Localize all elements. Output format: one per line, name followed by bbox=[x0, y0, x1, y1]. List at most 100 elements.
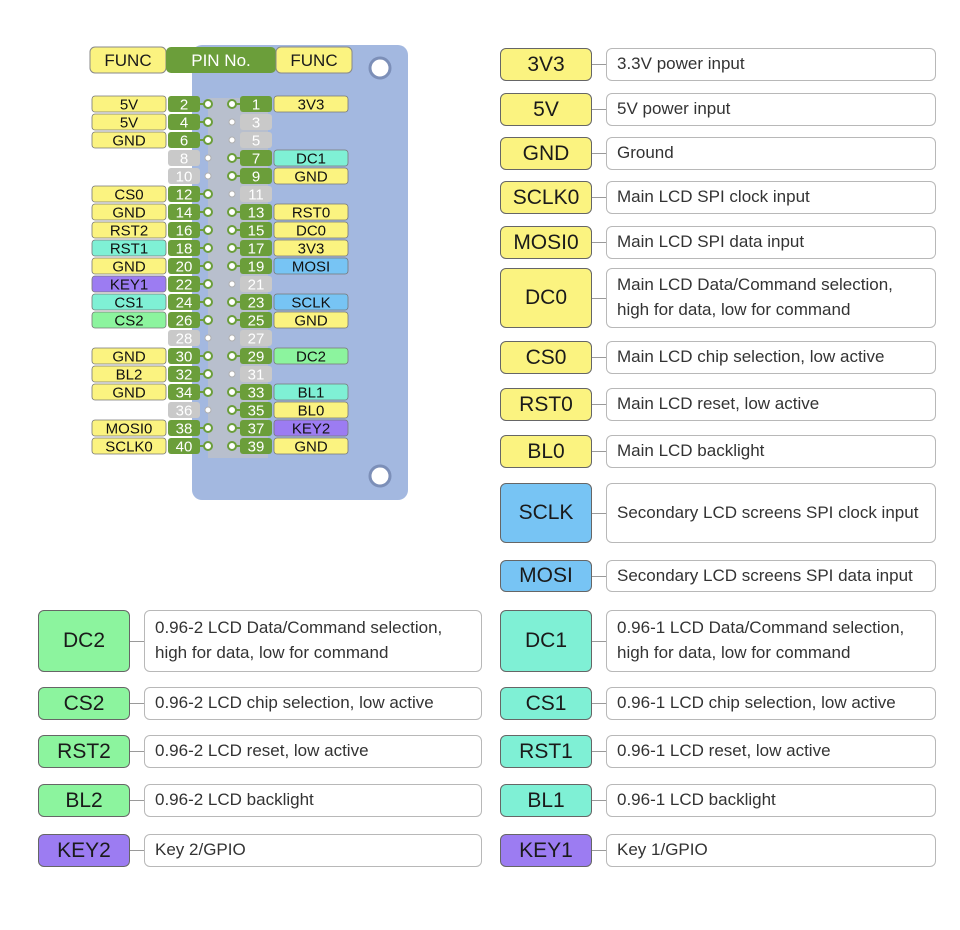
pin-39-func-label: GND bbox=[294, 439, 328, 456]
pin-1-number: 1 bbox=[252, 97, 260, 114]
pin-26-func-box bbox=[91, 311, 167, 329]
pin-1-func-box bbox=[273, 95, 349, 113]
pin-14-number: 14 bbox=[176, 205, 193, 222]
legend-left-connector bbox=[130, 850, 144, 851]
pin-20-number: 20 bbox=[176, 259, 193, 276]
pin-38-func-box bbox=[91, 419, 167, 437]
pin-25-func-box bbox=[273, 311, 349, 329]
pin-33-func-label: BL1 bbox=[298, 385, 325, 402]
legend-left-connector bbox=[130, 751, 144, 752]
pin-17-func-label: 3V3 bbox=[298, 241, 325, 258]
legend-right-connector bbox=[592, 357, 606, 358]
pin-6-pad bbox=[203, 135, 213, 145]
pin-35-pad bbox=[227, 405, 237, 415]
legend-right-desc-5v: 5V power input bbox=[606, 93, 936, 126]
pin-6-func-box bbox=[91, 131, 167, 149]
pin-24-pad bbox=[203, 297, 213, 307]
legend-right-label-5v: 5V bbox=[500, 93, 592, 126]
pin-38-pad bbox=[203, 423, 213, 433]
pin-23-pad bbox=[227, 297, 237, 307]
legend-left-connector bbox=[130, 800, 144, 801]
legend-right-connector bbox=[592, 703, 606, 704]
pin-6-func-label: GND bbox=[112, 133, 146, 150]
pin-17-box bbox=[240, 240, 272, 256]
legend-right-desc-dc1: 0.96-1 LCD Data/Command selection, high … bbox=[606, 610, 936, 672]
pin-3-pad bbox=[228, 118, 236, 126]
func-left-header: FUNC bbox=[104, 51, 151, 70]
pin-20-func-box bbox=[91, 257, 167, 275]
legend-right-connector bbox=[592, 109, 606, 110]
pin-23-number: 23 bbox=[248, 295, 265, 312]
pin-2-func-box bbox=[91, 95, 167, 113]
pin-36-box bbox=[168, 402, 200, 418]
pin-39-box bbox=[240, 438, 272, 454]
legend-right-connector bbox=[592, 404, 606, 405]
legend-right-row-5v: 5V 5V power input bbox=[500, 93, 936, 126]
legend-right-connector bbox=[592, 751, 606, 752]
pin-6-number: 6 bbox=[180, 133, 188, 150]
pin-31-number: 31 bbox=[248, 367, 265, 384]
pin-8-number: 8 bbox=[180, 151, 188, 168]
pin-7-func-box bbox=[273, 149, 349, 167]
pin-15-func-label: DC0 bbox=[296, 223, 326, 240]
pin-7-func-label: DC1 bbox=[296, 151, 326, 168]
pin-26-number: 26 bbox=[176, 313, 193, 330]
pin-32-number: 32 bbox=[176, 367, 193, 384]
pin-26-box bbox=[168, 312, 200, 328]
legend-left-desc-rst2: 0.96-2 LCD reset, low active bbox=[144, 735, 482, 768]
pin-37-box bbox=[240, 420, 272, 436]
pin-25-func-label: GND bbox=[294, 313, 328, 330]
pin-14-func-label: GND bbox=[112, 205, 146, 222]
pin-11-box bbox=[240, 186, 272, 202]
legend-right-desc-sclk: Secondary LCD screens SPI clock input bbox=[606, 483, 936, 543]
pin-16-func-box bbox=[91, 221, 167, 239]
legend-right-desc-gnd: Ground bbox=[606, 137, 936, 170]
pin-18-box bbox=[168, 240, 200, 256]
pin-15-pad bbox=[227, 225, 237, 235]
pin-39-func-box bbox=[273, 437, 349, 455]
pin-34-number: 34 bbox=[176, 385, 193, 402]
legend-right-desc-dc0: Main LCD Data/Command selection, high fo… bbox=[606, 268, 936, 328]
pin-4-func-box bbox=[91, 113, 167, 131]
pin-25-pad bbox=[227, 315, 237, 325]
func-right-header-box bbox=[275, 46, 353, 74]
pin-36-number: 36 bbox=[176, 403, 193, 420]
mounting-hole-bottom bbox=[368, 464, 392, 488]
pin-13-pad bbox=[227, 207, 237, 217]
pin-9-func-box bbox=[273, 167, 349, 185]
pin-30-func-label: GND bbox=[112, 349, 146, 366]
pin-12-func-label: CS0 bbox=[114, 187, 143, 204]
legend-right-desc-rst1: 0.96-1 LCD reset, low active bbox=[606, 735, 936, 768]
pin-no-header: PIN No. bbox=[191, 51, 251, 70]
legend-right-label-rst0: RST0 bbox=[500, 388, 592, 421]
pin-38-number: 38 bbox=[176, 421, 193, 438]
pin-27-number: 27 bbox=[248, 331, 265, 348]
legend-left-desc-dc2: 0.96-2 LCD Data/Command selection, high … bbox=[144, 610, 482, 672]
pin-2-pad bbox=[203, 99, 213, 109]
pin-6-box bbox=[168, 132, 200, 148]
pin-29-func-label: DC2 bbox=[296, 349, 326, 366]
pin-37-pad bbox=[227, 423, 237, 433]
legend-right-connector bbox=[592, 451, 606, 452]
pin-4-box bbox=[168, 114, 200, 130]
pin-30-pad bbox=[203, 351, 213, 361]
pin-9-pad bbox=[227, 171, 237, 181]
legend-right-label-cs1: CS1 bbox=[500, 687, 592, 720]
pin-2-box bbox=[168, 96, 200, 112]
legend-right-desc-key1: Key 1/GPIO bbox=[606, 834, 936, 867]
pin-23-func-box bbox=[273, 293, 349, 311]
pin-33-func-box bbox=[273, 383, 349, 401]
pin-15-func-box bbox=[273, 221, 349, 239]
legend-right-label-bl1: BL1 bbox=[500, 784, 592, 817]
pin-24-box bbox=[168, 294, 200, 310]
header-row: FUNC PIN No. FUNC bbox=[89, 46, 353, 74]
legend-right-label-mosi0: MOSI0 bbox=[500, 226, 592, 259]
pin-10-number: 10 bbox=[176, 169, 193, 186]
legend-right-label-3v3: 3V3 bbox=[500, 48, 592, 81]
pin-9-box bbox=[240, 168, 272, 184]
pin-37-func-box bbox=[273, 419, 349, 437]
